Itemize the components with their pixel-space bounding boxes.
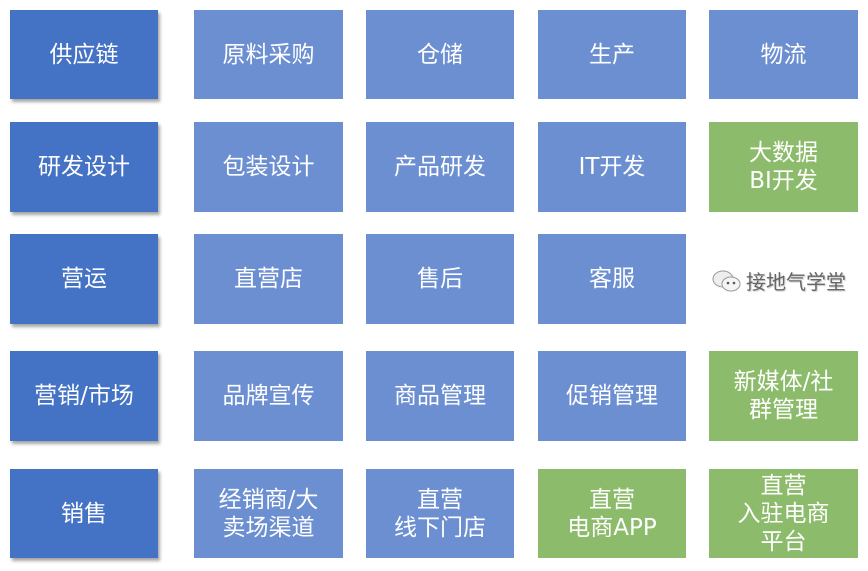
dept-box: 生产 bbox=[538, 10, 686, 99]
dept-box: 直营 入驻电商 平台 bbox=[709, 469, 858, 558]
dept-box: 研发设计 bbox=[10, 122, 158, 212]
dept-box: 直营店 bbox=[194, 234, 343, 324]
wechat-icon bbox=[712, 270, 741, 291]
dept-box: 品牌宣传 bbox=[194, 351, 343, 441]
dept-box: 产品研发 bbox=[366, 122, 514, 212]
dept-box: 大数据 BI开发 bbox=[709, 122, 858, 212]
dept-box: 物流 bbox=[709, 10, 858, 99]
watermark: 接地气学堂 bbox=[712, 266, 846, 295]
dept-box: IT开发 bbox=[538, 122, 686, 212]
dept-box: 营销/市场 bbox=[10, 351, 158, 441]
dept-box: 经销商/大 卖场渠道 bbox=[194, 469, 343, 558]
dept-box: 售后 bbox=[366, 234, 514, 324]
dept-box: 新媒体/社 群管理 bbox=[709, 351, 858, 441]
dept-box: 仓储 bbox=[366, 10, 514, 99]
dept-box: 销售 bbox=[10, 469, 158, 558]
dept-box: 直营 电商APP bbox=[538, 469, 686, 558]
dept-box: 客服 bbox=[538, 234, 686, 324]
dept-box: 原料采购 bbox=[194, 10, 343, 99]
dept-box: 营运 bbox=[10, 234, 158, 324]
dept-box: 促销管理 bbox=[538, 351, 686, 441]
dept-box: 包装设计 bbox=[194, 122, 343, 212]
dept-box: 供应链 bbox=[10, 10, 158, 99]
watermark-text: 接地气学堂 bbox=[746, 270, 846, 294]
dept-box: 直营 线下门店 bbox=[366, 469, 514, 558]
dept-box: 商品管理 bbox=[366, 351, 514, 441]
